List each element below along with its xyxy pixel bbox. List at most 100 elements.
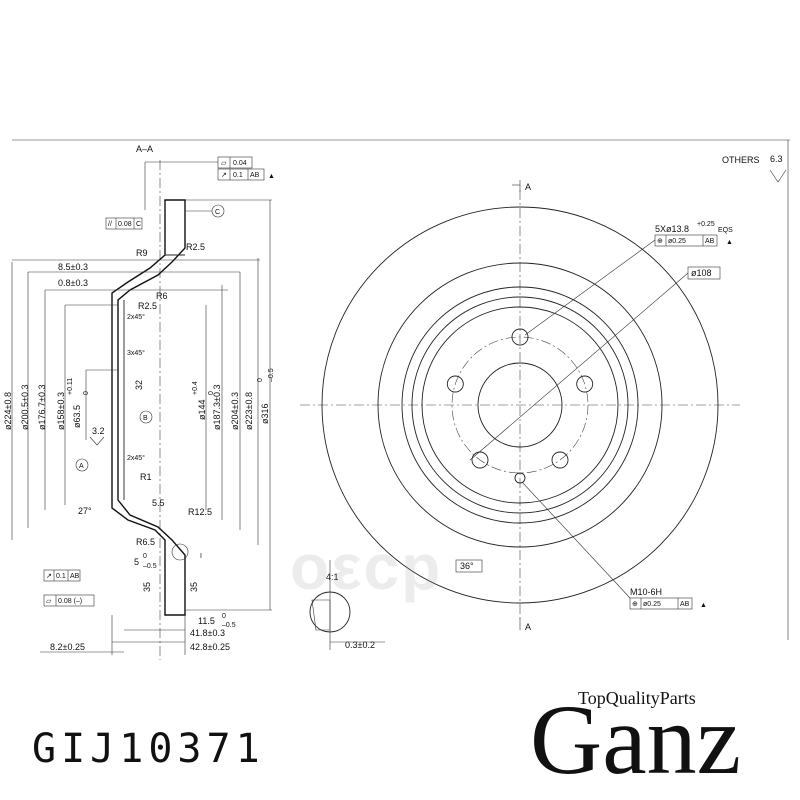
svg-text:0.08 (–): 0.08 (–) bbox=[58, 598, 82, 605]
datum-c-label: C bbox=[215, 209, 220, 216]
dim-11-5-tol-low: –0.5 bbox=[222, 622, 236, 629]
dim-5: 5 bbox=[134, 557, 139, 567]
dim-35a: 35 bbox=[142, 582, 152, 592]
svg-text:↗: ↗ bbox=[46, 573, 52, 580]
svg-text:⊕: ⊕ bbox=[657, 238, 663, 245]
part-number: GIJ10371 bbox=[32, 726, 265, 772]
dim-8-5: 8.5±0.3 bbox=[58, 262, 88, 272]
thread-leader bbox=[521, 481, 631, 599]
dim-r12-5: R12.5 bbox=[188, 507, 212, 517]
svg-text:0.04: 0.04 bbox=[233, 160, 247, 167]
dim-r9: R9 bbox=[136, 248, 148, 258]
dim-chamfer2: 3x45° bbox=[127, 349, 145, 357]
detail-i-label: I bbox=[200, 553, 202, 560]
gdt-flatness-bottom-frame: ▱ 0.08 (–) bbox=[43, 594, 95, 607]
thread-position-frame: ⊕ ø0.25 AB ▲ bbox=[629, 597, 707, 610]
detail-i-circle bbox=[171, 543, 189, 561]
svg-text://: // bbox=[108, 221, 112, 228]
svg-text:▲: ▲ bbox=[268, 173, 275, 180]
svg-text:↗: ↗ bbox=[221, 172, 227, 179]
dim-8-2: 8.2±0.25 bbox=[50, 642, 85, 652]
dim-5-5: 5.5 bbox=[152, 498, 165, 508]
svg-text:AB: AB bbox=[705, 238, 715, 245]
dim-dia63-5-tol: +0.11 bbox=[67, 378, 74, 395]
gdt-flatness-frame: 0.04 ▱ bbox=[217, 156, 253, 169]
dim-5-tol-low: –0.5 bbox=[143, 563, 157, 570]
dim-dia63-5-tol-low: 0 bbox=[83, 391, 90, 395]
surface-mark-small bbox=[89, 436, 105, 446]
watermark: oεcp bbox=[290, 531, 443, 603]
svg-text:▲: ▲ bbox=[726, 239, 733, 246]
bolt-hole bbox=[511, 328, 529, 346]
dim-dia200-5: ø200.5±0.3 bbox=[20, 385, 30, 430]
dim-11-5: 11.5 bbox=[198, 616, 215, 626]
bolt-hole-leader bbox=[524, 239, 656, 336]
bolt-hole bbox=[576, 375, 594, 393]
section-label: A–A bbox=[136, 144, 153, 154]
svg-text:▱: ▱ bbox=[221, 160, 227, 167]
svg-text:▱: ▱ bbox=[46, 598, 52, 605]
datum-a-label: A bbox=[79, 463, 84, 470]
svg-text:⊕: ⊕ bbox=[632, 601, 638, 608]
dim-dia316: ø316 bbox=[260, 403, 270, 424]
bolt-hole bbox=[551, 451, 569, 469]
dim-dia176-7: ø176.7±0.3 bbox=[37, 385, 47, 430]
dim-dia63-5: ø63.5 bbox=[72, 405, 82, 428]
bolt-holes-note: 5Xø13.8 bbox=[655, 224, 689, 234]
section-mark-top: A bbox=[525, 182, 531, 192]
dim-r2-5: R2.5 bbox=[138, 301, 157, 311]
hat-outer-circle bbox=[401, 286, 639, 524]
surface-symbol bbox=[769, 169, 787, 183]
bolt-holes bbox=[446, 328, 594, 469]
dim-dia316-tol-low: –0.5 bbox=[268, 368, 275, 382]
dim-r2-5-top: R2.5 bbox=[186, 242, 205, 252]
detail-view: 4:1 0.3±0.2 bbox=[309, 560, 385, 650]
dim-dia144-tol-low: 0 bbox=[208, 391, 215, 395]
angle-label: 36° bbox=[460, 561, 474, 571]
dim-35b: 35 bbox=[189, 582, 199, 592]
dim-dia204: ø204±0.3 bbox=[230, 392, 240, 430]
dim-dia144-tol: +0.4 bbox=[192, 381, 199, 395]
dim-32: 32 bbox=[134, 380, 144, 390]
dim-42-8: 42.8±0.25 bbox=[190, 642, 230, 652]
dim-dia158: ø158±0.3 bbox=[56, 392, 66, 430]
svg-text:C: C bbox=[136, 221, 141, 228]
dim-3-2: 3.2 bbox=[92, 426, 105, 436]
dim-dia144: ø144 bbox=[197, 399, 207, 420]
bolt-circle-label: ø108 bbox=[691, 268, 712, 278]
dim-dia224: ø224±0.8 bbox=[3, 392, 13, 430]
svg-text:0.1: 0.1 bbox=[56, 573, 66, 580]
datum-b-label: B bbox=[143, 415, 148, 422]
datum-a-circle bbox=[75, 458, 89, 472]
svg-text:0.3±0.2: 0.3±0.2 bbox=[345, 640, 375, 650]
bolt-holes-position-frame: ⊕ ø0.25 AB ▲ bbox=[654, 234, 733, 247]
section-view: A–A ø224±0.8 ø bbox=[3, 144, 275, 660]
bolt-holes-eqs: EQS bbox=[718, 227, 733, 234]
dim-chamfer3: 2x45° bbox=[127, 454, 145, 462]
svg-text:▲: ▲ bbox=[700, 602, 707, 609]
disc-outer-circle bbox=[321, 206, 719, 604]
gdt-runout-frame: 0.1 AB ↗ ▲ bbox=[217, 168, 275, 181]
dim-5-tol: 0 bbox=[143, 553, 147, 560]
section-mark-bottom: A bbox=[525, 622, 531, 632]
svg-text:AB: AB bbox=[680, 601, 690, 608]
svg-text:ø0.25: ø0.25 bbox=[668, 238, 686, 245]
svg-text:4:1: 4:1 bbox=[326, 572, 339, 582]
dim-r1: R1 bbox=[140, 472, 152, 482]
svg-text:AB: AB bbox=[70, 573, 80, 580]
front-view: A A OTHERS 6.3 5Xø13.8 +0.25 EQS ⊕ ø0.25… bbox=[300, 154, 787, 650]
dim-chamfer1: 2x45° bbox=[127, 313, 145, 321]
gdt-parallelism-frame: // 0.08 C bbox=[105, 217, 143, 230]
surface-note: OTHERS bbox=[722, 155, 760, 165]
hat-step-circle bbox=[411, 296, 629, 514]
svg-text:AB: AB bbox=[250, 172, 260, 179]
bolt-hole bbox=[471, 451, 489, 469]
thread-note: M10-6H bbox=[630, 587, 662, 597]
bolt-holes-tol: +0.25 bbox=[697, 221, 715, 228]
datum-b-circle bbox=[139, 410, 153, 424]
svg-text:ø0.25: ø0.25 bbox=[643, 601, 661, 608]
disc-section-profile bbox=[111, 199, 186, 616]
dim-dia187-3: ø187.3±0.3 bbox=[212, 385, 222, 430]
brand-logo: Ganz bbox=[530, 684, 741, 795]
